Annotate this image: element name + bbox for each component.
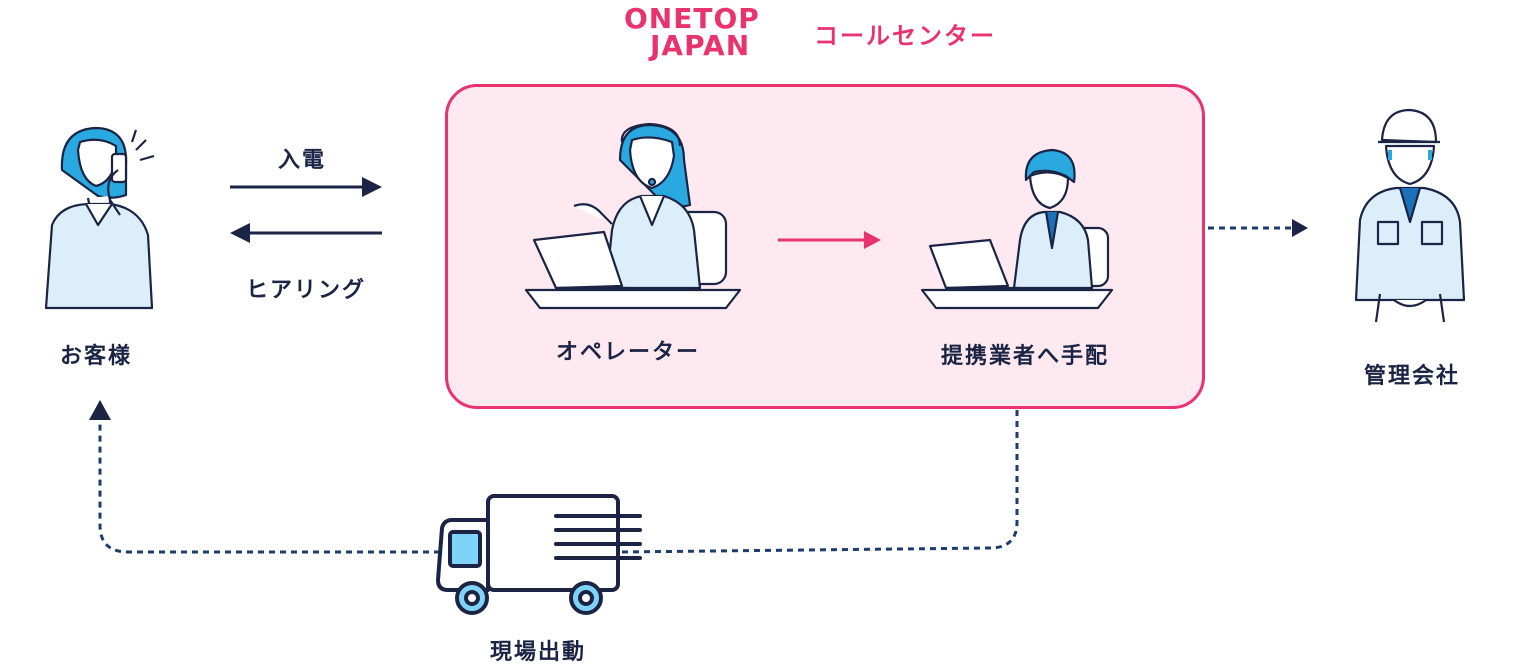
truck-icon: [436, 494, 642, 615]
operator-label: オペレーター: [555, 340, 700, 365]
to-management-arrow: [1208, 219, 1308, 237]
customer-return-arrowhead: [89, 400, 111, 420]
logo-line-2: JAPAN: [650, 29, 751, 62]
partner-label: 提携業者へ手配: [940, 344, 1109, 369]
incoming-call-label: 入電: [277, 148, 326, 173]
partner-illustration: [920, 148, 1114, 310]
dispatch-label: 現場出動: [489, 640, 586, 665]
management-illustration: [1354, 108, 1466, 323]
operator-to-partner-arrow: [778, 231, 881, 249]
incoming-call-arrow: [230, 177, 382, 197]
logo-line-1: ONETOP: [624, 2, 760, 35]
logo-subtitle: コールセンター: [814, 22, 996, 50]
return-route: [98, 420, 440, 554]
logo: ONETOP JAPAN コールセンター: [620, 2, 1040, 62]
operator-illustration: [524, 122, 742, 310]
hearing-label: ヒアリング: [245, 278, 366, 303]
customer-label: お客様: [59, 344, 132, 369]
management-label: 管理会社: [1363, 364, 1460, 389]
hearing-arrow: [230, 223, 382, 243]
dispatch-route: [619, 410, 1019, 554]
customer-illustration: [44, 126, 155, 310]
